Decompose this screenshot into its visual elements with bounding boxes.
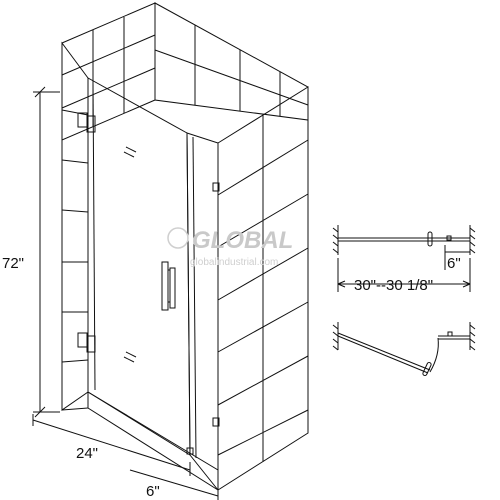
return-label: 6"	[146, 483, 160, 500]
width-label: 24"	[76, 445, 98, 462]
glass-door	[87, 77, 191, 456]
hinge-top	[77, 112, 96, 133]
side-wall-top	[154, 2, 309, 121]
hinge-bottom	[77, 332, 96, 353]
front-wall-panel	[217, 86, 309, 491]
globe-icon	[167, 227, 189, 249]
return-dimension	[129, 469, 219, 500]
watermark: GLOBAL globalindustrial.com	[167, 227, 293, 268]
plan-view-closed	[332, 225, 476, 292]
height-label: 72"	[2, 255, 24, 272]
height-dimension	[33, 86, 60, 418]
clip-top	[212, 182, 220, 192]
side-return-label: 6"	[447, 255, 461, 272]
width-dimension	[32, 414, 191, 476]
plan-view-open	[332, 322, 476, 377]
threshold	[61, 391, 219, 491]
door-handle	[161, 261, 176, 311]
back-wall	[61, 2, 156, 141]
watermark-brand: GLOBAL	[192, 227, 293, 254]
opening-range-label: 30"--30 1/8"	[354, 277, 433, 294]
clip-bottom	[212, 417, 220, 427]
watermark-site: globalindustrial.com	[190, 257, 278, 268]
